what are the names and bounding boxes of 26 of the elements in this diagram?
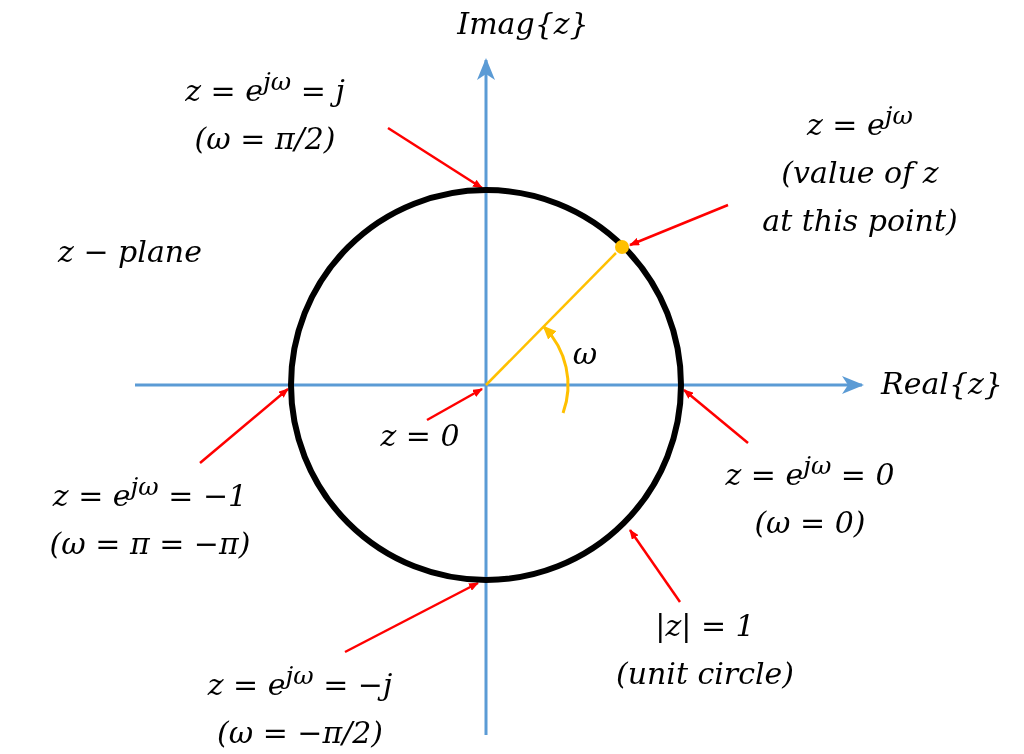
leader-line — [426, 387, 483, 422]
equation-label: z = e$^{jω}$ = −1 — [52, 471, 248, 515]
leader-line — [683, 389, 749, 444]
condition-label: (value of z at this point) — [761, 154, 959, 240]
leader-line — [199, 388, 289, 464]
leader-line — [628, 529, 682, 603]
angle-label: ω — [572, 335, 598, 373]
equation-label: z = e$^{jω}$ = −j — [207, 660, 393, 704]
leader-line — [387, 126, 483, 190]
axis-label: Real{z} — [881, 365, 1003, 403]
radius-line — [485, 252, 617, 386]
equation-label: z = e$^{jω}$ = j — [185, 66, 345, 110]
axis-label: Imag{z} — [457, 5, 589, 43]
condition-label: (ω = 0) — [754, 504, 866, 542]
equation-label: z = e$^{jω}$ = 0 — [725, 450, 895, 494]
condition-label: (ω = π = −π) — [49, 525, 251, 563]
condition-label: (ω = −π/2) — [216, 714, 384, 752]
equation-label: z = 0 — [380, 417, 460, 455]
condition-label: (ω = π/2) — [194, 120, 336, 158]
unit-circle — [288, 187, 684, 583]
equation-label: |z| = 1 — [655, 607, 755, 645]
plane-label: z − plane — [58, 233, 202, 271]
condition-label: (unit circle) — [615, 655, 795, 693]
equation-label: z = e$^{jω}$ — [807, 100, 913, 144]
leader-line — [344, 581, 479, 654]
leader-line — [629, 203, 729, 247]
